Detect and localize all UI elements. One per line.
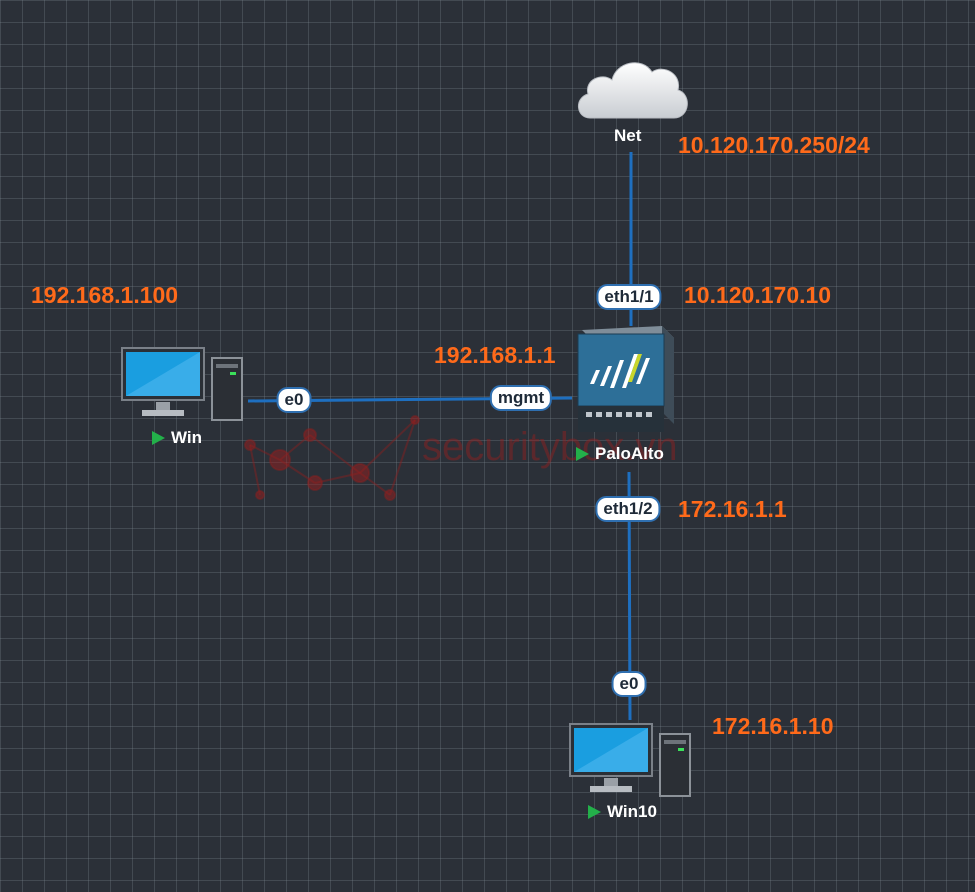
paloalto-firewall-icon [577, 326, 674, 432]
interface-win-e0[interactable]: e0 [276, 387, 312, 413]
interface-mgmt[interactable]: mgmt [489, 385, 553, 411]
watermark-text: securitybox.vn [422, 425, 678, 469]
interface-eth1-1[interactable]: eth1/1 [596, 284, 662, 310]
cloud-icon [578, 62, 688, 119]
interface-eth1-2[interactable]: eth1/2 [595, 496, 661, 522]
win10-label: Win10 [588, 802, 657, 822]
ip-label-eth1-2: 172.16.1.1 [678, 496, 787, 522]
ip-label-win10: 172.16.1.10 [712, 713, 834, 739]
win-label: Win [152, 428, 202, 448]
ip-label-win: 192.168.1.100 [31, 282, 179, 308]
node-win10[interactable]: Win10 [568, 722, 698, 826]
interface-win10-e0[interactable]: e0 [611, 671, 647, 697]
watermark: securitybox.vn [230, 405, 750, 505]
ip-label-eth1-1: 10.120.170.10 [684, 282, 832, 308]
paloalto-label: PaloAlto [576, 444, 664, 464]
net-label: Net [614, 126, 642, 145]
ip-label-mgmt: 192.168.1.1 [434, 342, 556, 368]
running-status-icon [576, 447, 589, 461]
watermark-network-icon [244, 415, 420, 501]
node-paloalto[interactable]: PaloAlto [576, 324, 676, 469]
running-status-icon [588, 805, 601, 819]
desktop-pc-icon [569, 723, 691, 797]
running-status-icon [152, 431, 165, 445]
node-win[interactable]: Win [120, 346, 250, 450]
ip-label-net: 10.120.170.250/24 [678, 132, 870, 158]
desktop-pc-icon [121, 347, 243, 421]
node-net[interactable]: Net [572, 50, 692, 150]
